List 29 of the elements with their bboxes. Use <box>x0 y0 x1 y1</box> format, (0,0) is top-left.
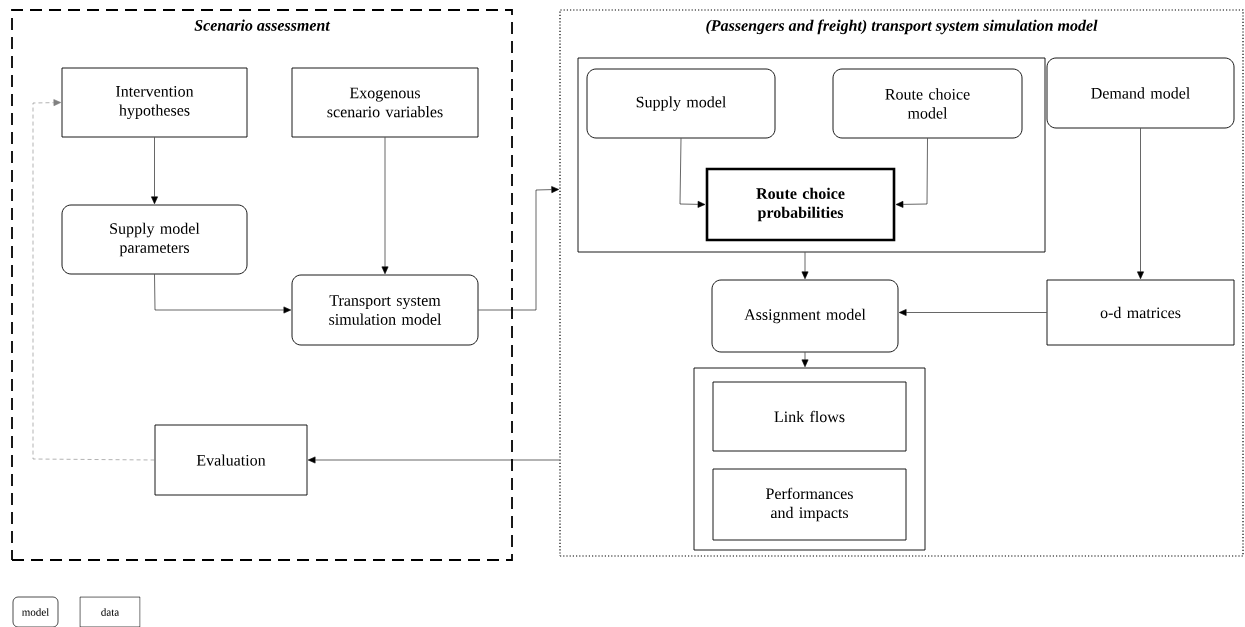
arrow <box>151 137 158 205</box>
data-box: Performances and impacts <box>712 468 907 541</box>
arrow <box>895 138 928 208</box>
result-box: Route choice probabilities <box>705 167 896 242</box>
arrow <box>801 352 809 368</box>
arrow <box>898 309 1047 316</box>
model-box: Transport system simulation model <box>291 274 479 346</box>
empty-box <box>693 367 926 551</box>
arrow <box>679 138 706 208</box>
arrow <box>307 456 560 464</box>
model-box: Supply model parameters <box>61 204 248 275</box>
model-box: Demand model <box>1046 57 1235 129</box>
legend-sample: model <box>12 596 59 627</box>
model-box: Supply model <box>586 68 776 139</box>
model-box: Route choice model <box>832 68 1023 139</box>
arrow <box>801 252 809 280</box>
data-box: Link flows <box>712 381 907 452</box>
legend-sample: data <box>79 596 141 627</box>
data-box: Exogenous scenario variables <box>291 67 479 138</box>
empty-box <box>577 57 1046 253</box>
arrow <box>154 274 292 314</box>
data-box: o-d matrices <box>1046 279 1235 346</box>
arrow <box>32 99 155 461</box>
arrow <box>381 137 389 275</box>
data-box: Intervention hypotheses <box>61 67 248 138</box>
arrow <box>1137 128 1144 280</box>
model-box: Assignment model <box>711 279 899 353</box>
arrow <box>478 186 559 311</box>
data-box: Evaluation <box>154 424 308 496</box>
